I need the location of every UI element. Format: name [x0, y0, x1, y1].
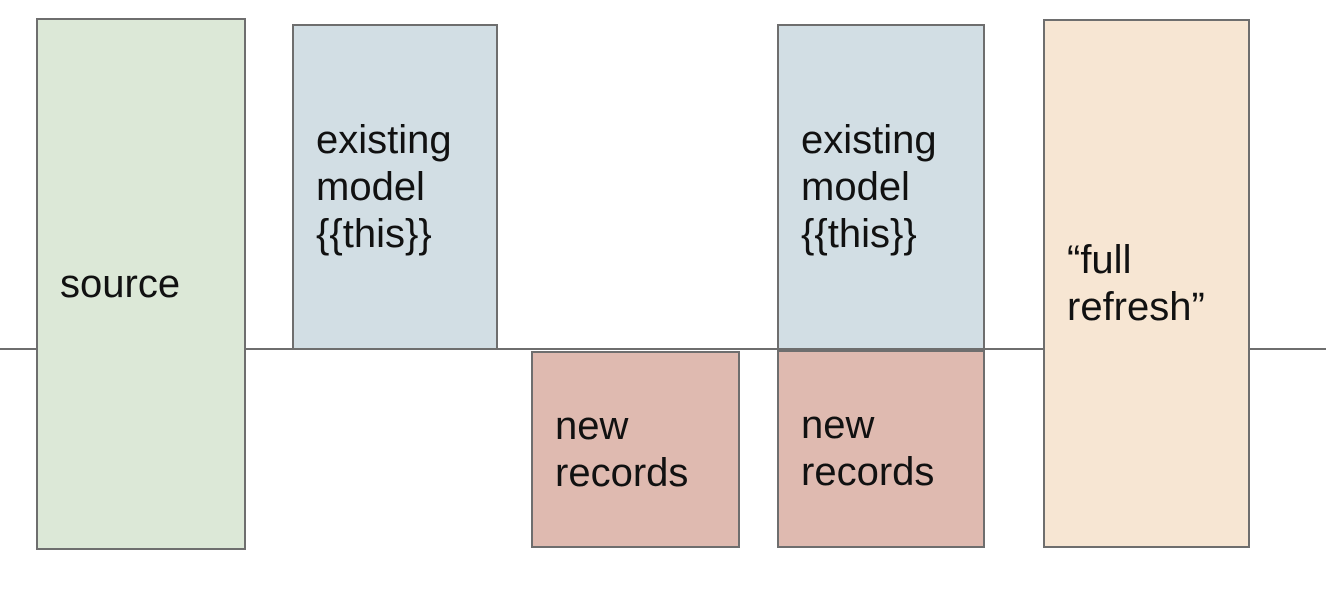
box-full-refresh: “full refresh” [1043, 19, 1250, 548]
box-full-refresh-label: “full refresh” [1067, 237, 1205, 329]
box-source: source [36, 18, 246, 550]
horizontal-divider-line [0, 348, 1326, 350]
box-new-records-2-label: new records [801, 403, 935, 494]
box-existing-model-1-label: existing model {{this}} [316, 117, 452, 256]
box-new-records-2: new records [777, 350, 985, 548]
box-new-records-1-label: new records [555, 403, 689, 495]
box-existing-model-1: existing model {{this}} [292, 24, 498, 350]
box-source-label: source [60, 261, 181, 306]
box-new-records-1: new records [531, 351, 740, 548]
box-existing-model-2-label: existing model {{this}} [801, 117, 937, 256]
box-existing-model-2: existing model {{this}} [777, 24, 985, 350]
